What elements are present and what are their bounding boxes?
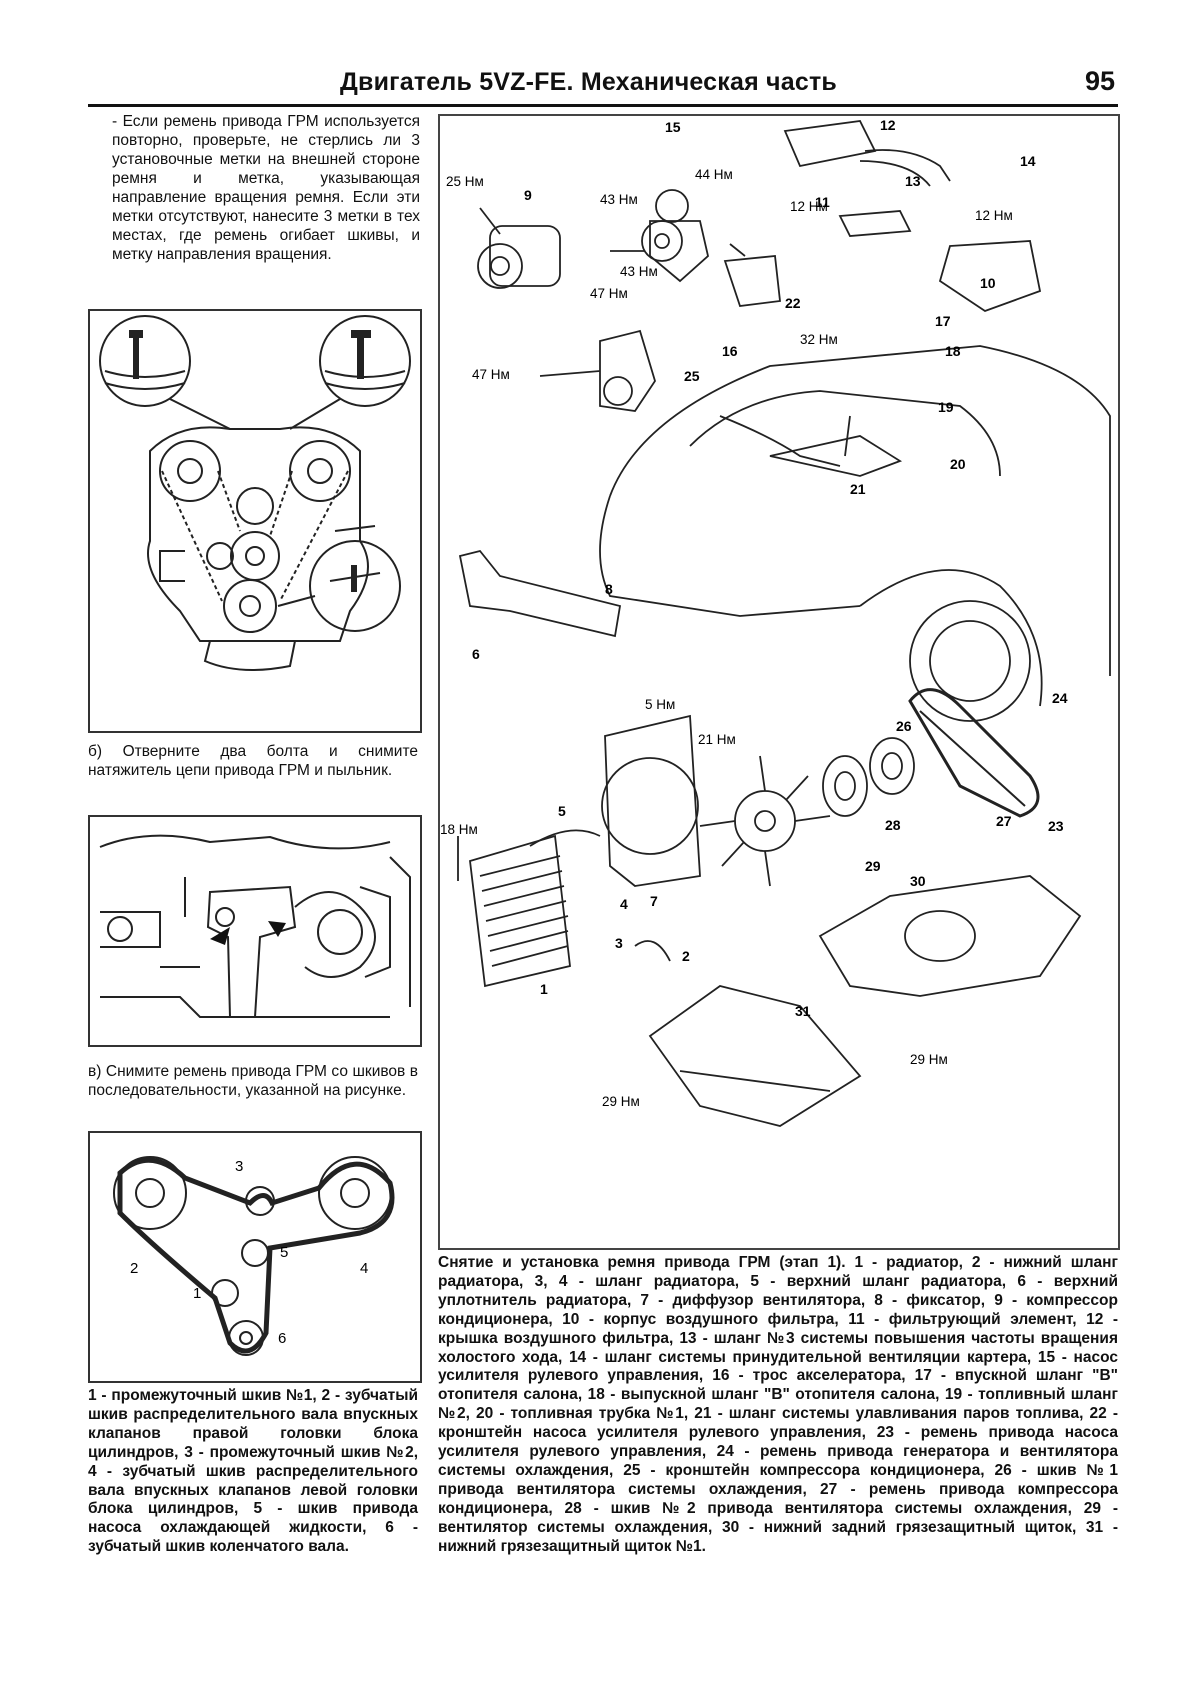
torque-12-b: 12 Нм [975, 208, 1013, 223]
pulley-label-4: 4 [360, 1260, 368, 1277]
part-13: 13 [905, 173, 921, 189]
figure-engine-front [88, 309, 422, 733]
part-23: 23 [1048, 818, 1064, 834]
part-31: 31 [795, 1003, 811, 1019]
torque-47-b: 47 Нм [472, 367, 510, 382]
torque-43-a: 43 Нм [600, 192, 638, 207]
part-10: 10 [980, 275, 996, 291]
part-19: 19 [938, 399, 954, 415]
part-6: 6 [472, 646, 480, 662]
part-1: 1 [540, 981, 548, 997]
pulley-legend: 1 - промежуточный шкив №1, 2 - зубчатый … [88, 1387, 418, 1556]
pulley-label-3: 3 [235, 1158, 243, 1175]
part-21: 21 [850, 481, 866, 497]
figure-exploded-diagram: 25 Нм 43 Нм 44 Нм 43 Нм 12 Нм 12 Нм 47 Н… [438, 114, 1120, 1250]
figure-pulley-sequence: 3 2 4 5 1 6 [88, 1131, 422, 1383]
tensioner-illustration [99, 834, 411, 1018]
part-16: 16 [722, 343, 738, 359]
engine-front-illustration [99, 315, 411, 671]
torque-5: 5 Нм [645, 697, 675, 712]
torque-25: 25 Нм [446, 174, 484, 189]
paragraph-belt-marks: - Если ремень привода ГРМ используется п… [112, 113, 420, 263]
pulley-label-5: 5 [280, 1244, 288, 1261]
part-5: 5 [558, 803, 566, 819]
part-14: 14 [1020, 153, 1036, 169]
pulley-label-1: 1 [193, 1285, 201, 1302]
pulley-sequence-illustration: 3 2 4 5 1 6 [113, 1156, 395, 1356]
part-22: 22 [785, 295, 801, 311]
part-7: 7 [650, 893, 658, 909]
torque-44: 44 Нм [695, 167, 733, 182]
part-25: 25 [684, 368, 700, 384]
part-2: 2 [682, 948, 690, 964]
part-18: 18 [945, 343, 961, 359]
figure-tensioner [88, 815, 422, 1047]
part-28: 28 [885, 817, 901, 833]
torque-32: 32 Нм [800, 332, 838, 347]
part-15: 15 [665, 119, 681, 135]
part-17: 17 [935, 313, 951, 329]
torque-18: 18 Нм [440, 822, 478, 837]
part-26: 26 [896, 718, 912, 734]
page-title: Двигатель 5VZ-FE. Механическая часть [340, 68, 837, 96]
part-11: 11 [815, 194, 830, 210]
torque-47-a: 47 Нм [590, 286, 628, 301]
part-27: 27 [996, 813, 1012, 829]
part-20: 20 [950, 456, 966, 472]
pulley-label-6: 6 [278, 1330, 286, 1347]
part-30: 30 [910, 873, 926, 889]
pulley-label-2: 2 [130, 1260, 138, 1277]
torque-21: 21 Нм [698, 732, 736, 747]
torque-43-b: 43 Нм [620, 264, 658, 279]
part-3: 3 [615, 935, 623, 951]
part-24: 24 [1052, 690, 1068, 706]
step-c-text: в) Снимите ремень привода ГРМ со шкивов … [88, 1063, 418, 1099]
torque-29-a: 29 Нм [910, 1052, 948, 1067]
part-4: 4 [620, 896, 628, 912]
step-b-text: б) Отверните два болта и снимите натяжит… [88, 743, 418, 779]
part-29: 29 [865, 858, 881, 874]
part-12: 12 [880, 117, 896, 133]
diagram-caption: Снятие и установка ремня привода ГРМ (эт… [438, 1254, 1118, 1555]
part-8: 8 [605, 581, 613, 597]
torque-29-b: 29 Нм [602, 1094, 640, 1109]
part-9: 9 [524, 187, 532, 203]
exploded-diagram-illustration: 25 Нм 43 Нм 44 Нм 43 Нм 12 Нм 12 Нм 47 Н… [440, 117, 1111, 1127]
header-rule [88, 104, 1118, 107]
page-number: 95 [1085, 66, 1116, 96]
torque-12-a: 12 Нм [790, 199, 828, 214]
